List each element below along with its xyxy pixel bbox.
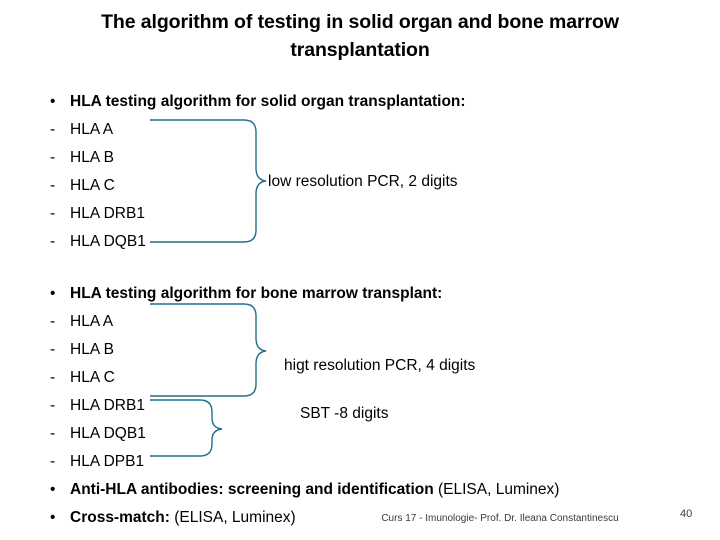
annotation-low-resolution: low resolution PCR, 2 digits — [268, 173, 458, 190]
list-item: - HLA B — [44, 144, 684, 172]
dash-marker: - — [50, 149, 56, 166]
footer-credit: Curs 17 - Imunologie- Prof. Dr. Ileana C… — [381, 513, 619, 524]
dash-marker: - — [50, 205, 56, 222]
list-item: - HLA C — [44, 172, 684, 200]
list-item: • Anti-HLA antibodies: screening and ide… — [44, 476, 684, 504]
slide-body: • HLA testing algorithm for solid organ … — [44, 88, 684, 532]
bullet-marker: • — [50, 285, 56, 302]
dash-marker: - — [50, 425, 56, 442]
list-item-label: HLA C — [70, 177, 115, 194]
dash-marker: - — [50, 341, 56, 358]
list-item-label: HLA B — [70, 149, 114, 166]
section-heading-bone-marrow: HLA testing algorithm for bone marrow tr… — [70, 285, 443, 302]
list-item-label: HLA DRB1 — [70, 397, 145, 414]
anti-hla-label: Anti-HLA antibodies: screening and ident… — [70, 481, 438, 498]
dash-marker: - — [50, 177, 56, 194]
list-item: - HLA DRB1 — [44, 392, 684, 420]
list-item-label: HLA C — [70, 369, 115, 386]
dash-marker: - — [50, 369, 56, 386]
cross-match-methods: (ELISA, Luminex) — [174, 509, 296, 526]
list-item: - HLA B — [44, 336, 684, 364]
list-item-label: HLA DRB1 — [70, 205, 145, 222]
list-item: - HLA DQB1 — [44, 228, 684, 256]
cross-match-label: Cross-match: — [70, 509, 175, 526]
bullet-marker: • — [50, 509, 56, 526]
dash-marker: - — [50, 397, 56, 414]
annotation-sbt: SBT -8 digits — [300, 405, 389, 422]
anti-hla-methods: (ELISA, Luminex) — [438, 481, 560, 498]
list-item: - HLA A — [44, 308, 684, 336]
page-title: The algorithm of testing in solid organ … — [101, 11, 619, 61]
slide-number: 40 — [680, 508, 693, 520]
dash-marker: - — [50, 121, 56, 138]
list-item: • Cross-match: (ELISA, Luminex) — [44, 504, 684, 532]
dash-marker: - — [50, 453, 56, 470]
list-item-label: HLA DQB1 — [70, 425, 146, 442]
bullet-marker: • — [50, 481, 56, 498]
list-item-label: HLA DQB1 — [70, 233, 146, 250]
list-item-label: HLA A — [70, 313, 114, 330]
section-spacer — [44, 256, 684, 280]
list-item: - HLA C — [44, 364, 684, 392]
list-item: - HLA DRB1 — [44, 200, 684, 228]
section-heading-solid-organ: HLA testing algorithm for solid organ tr… — [70, 93, 466, 110]
dash-marker: - — [50, 313, 56, 330]
list-item: • HLA testing algorithm for solid organ … — [44, 88, 684, 116]
list-item-label: HLA A — [70, 121, 114, 138]
list-item: • HLA testing algorithm for bone marrow … — [44, 280, 684, 308]
list-item: - HLA DPB1 — [44, 448, 684, 476]
list-item: - HLA A — [44, 116, 684, 144]
list-item: - HLA DQB1 — [44, 420, 684, 448]
bullet-marker: • — [50, 93, 56, 110]
annotation-high-resolution: higt resolution PCR, 4 digits — [284, 357, 476, 374]
list-item-label: HLA DPB1 — [70, 453, 145, 470]
list-item-label: HLA B — [70, 341, 114, 358]
dash-marker: - — [50, 233, 56, 250]
